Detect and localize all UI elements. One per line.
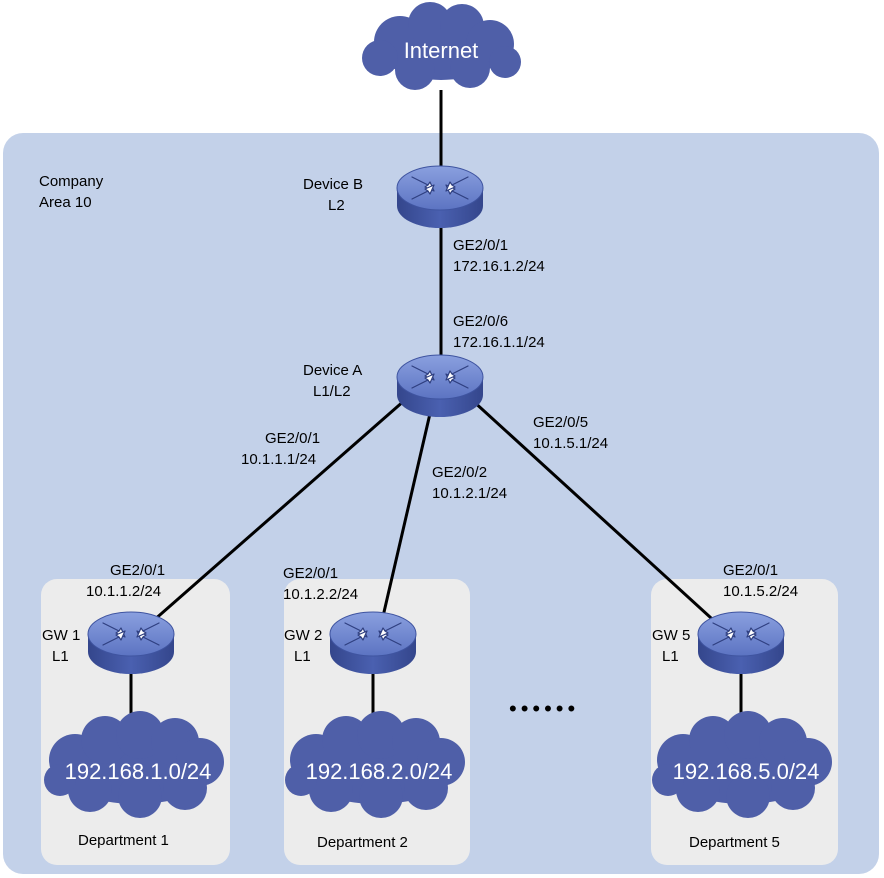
device-a-ip-up: 172.16.1.1/24 bbox=[453, 334, 545, 351]
department-2-label: Department 2 bbox=[317, 834, 408, 851]
device-a-name: Device A bbox=[303, 362, 363, 379]
gw5-ip: 10.1.5.2/24 bbox=[723, 583, 799, 600]
device-b-ip: 172.16.1.2/24 bbox=[453, 258, 545, 275]
device-a-ip-gw5: 10.1.5.1/24 bbox=[533, 435, 609, 452]
area-label: Area 10 bbox=[39, 194, 92, 211]
device-a-ip-gw2: 10.1.2.1/24 bbox=[432, 485, 508, 502]
gw5-name: GW 5 bbox=[652, 627, 691, 644]
network-5-label: 192.168.5.0/24 bbox=[673, 759, 820, 784]
gw5-router-icon bbox=[697, 611, 785, 675]
network-cloud-1: 192.168.1.0/24 bbox=[44, 711, 224, 818]
gw1-router-icon bbox=[87, 611, 175, 675]
device-b-router-icon bbox=[396, 165, 484, 229]
link-devicea-gw2 bbox=[379, 404, 434, 626]
gw2-level: L1 bbox=[294, 648, 311, 665]
network-cloud-2: 192.168.2.0/24 bbox=[285, 711, 465, 818]
device-b-port: GE2/0/1 bbox=[453, 237, 509, 254]
gw2-ip: 10.1.2.2/24 bbox=[283, 586, 359, 603]
internet-label: Internet bbox=[404, 38, 479, 63]
gw5-level: L1 bbox=[662, 648, 679, 665]
network-2-label: 192.168.2.0/24 bbox=[306, 759, 453, 784]
internet-cloud: Internet bbox=[362, 2, 521, 90]
gw1-name: GW 1 bbox=[42, 627, 81, 644]
gw2-port: GE2/0/1 bbox=[283, 565, 339, 582]
device-b-level: L2 bbox=[328, 197, 345, 214]
device-a-port-gw2: GE2/0/2 bbox=[432, 464, 488, 481]
gw1-level: L1 bbox=[52, 648, 69, 665]
device-a-port-up: GE2/0/6 bbox=[453, 313, 509, 330]
link-devicea-gw1 bbox=[144, 398, 406, 630]
device-a-router-icon bbox=[396, 354, 484, 418]
device-a-level: L1/L2 bbox=[313, 383, 351, 400]
company-label: Company bbox=[39, 173, 104, 190]
gw5-port: GE2/0/1 bbox=[723, 562, 779, 579]
gw1-ip: 10.1.1.2/24 bbox=[86, 583, 162, 600]
gw2-router-icon bbox=[329, 611, 417, 675]
gw1-port: GE2/0/1 bbox=[110, 562, 166, 579]
ellipsis-more-departments: •••••• bbox=[509, 696, 580, 721]
device-a-ip-gw1: 10.1.1.1/24 bbox=[241, 451, 317, 468]
department-1-label: Department 1 bbox=[78, 832, 169, 849]
device-a-port-gw1: GE2/0/1 bbox=[265, 430, 321, 447]
link-devicea-gw5 bbox=[470, 398, 724, 630]
device-b-name: Device B bbox=[303, 176, 364, 193]
network-cloud-5: 192.168.5.0/24 bbox=[652, 711, 832, 818]
gw2-name: GW 2 bbox=[284, 627, 323, 644]
network-1-label: 192.168.1.0/24 bbox=[65, 759, 212, 784]
department-5-label: Department 5 bbox=[689, 834, 780, 851]
device-a-port-gw5: GE2/0/5 bbox=[533, 414, 589, 431]
